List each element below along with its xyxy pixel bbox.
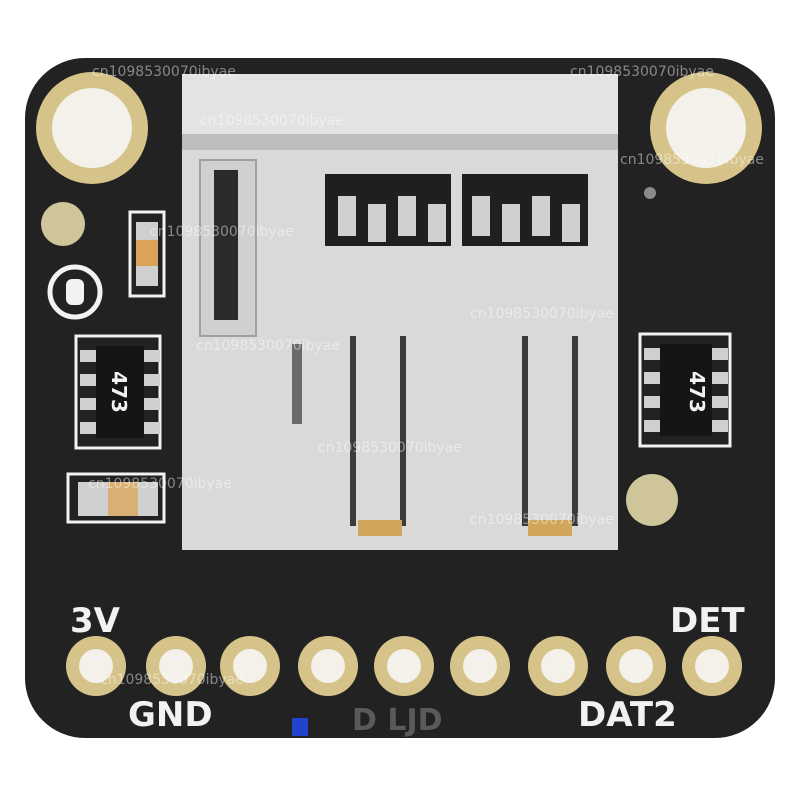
test-pad-right — [626, 474, 678, 526]
watermark-2: cn1098530070ibyae — [570, 64, 714, 80]
label-det: DET — [670, 601, 745, 641]
test-pad-left — [41, 202, 85, 246]
pin-2 — [146, 636, 206, 696]
faint-bottom-label: D LJD — [352, 703, 443, 738]
pin-6 — [450, 636, 510, 696]
ic-right: 473 — [638, 332, 732, 448]
pin-7 — [528, 636, 588, 696]
ic-left: 473 — [74, 334, 162, 450]
watermark-9: cn1098530070ibyae — [88, 476, 232, 492]
watermark-11: cn1098530070ibyae — [100, 672, 244, 688]
via-dot — [644, 187, 656, 199]
pin-9 — [682, 636, 742, 696]
watermark-10: cn1098530070ibyae — [470, 512, 614, 528]
watermark-8: cn1098530070ibyae — [318, 440, 462, 456]
blue-mark — [292, 718, 308, 736]
header-pins — [66, 636, 742, 696]
watermark-3: cn1098530070ibyae — [200, 113, 344, 129]
label-gnd: GND — [128, 695, 213, 735]
resistor-small — [128, 210, 166, 298]
pin-8 — [606, 636, 666, 696]
microsd-slot — [182, 74, 618, 550]
mounting-hole-right — [650, 72, 762, 184]
ic-left-marking: 473 — [107, 371, 131, 413]
capacitor-smd — [66, 472, 166, 524]
label-3v: 3V — [70, 601, 121, 641]
watermark-4: cn1098530070ibyae — [620, 152, 764, 168]
watermark-1: cn1098530070ibyae — [92, 64, 236, 80]
mounting-hole-left — [36, 72, 148, 184]
ic-right-marking: 473 — [685, 371, 709, 413]
watermark-5: cn1098530070ibyae — [150, 224, 294, 240]
pin-5 — [374, 636, 434, 696]
watermark-7: cn1098530070ibyae — [196, 338, 340, 354]
pin-3 — [220, 636, 280, 696]
watermark-6: cn1098530070ibyae — [470, 306, 614, 322]
pin-1 — [66, 636, 126, 696]
pin-4 — [298, 636, 358, 696]
silkscreen-mark — [47, 264, 103, 320]
label-dat2: DAT2 — [578, 695, 677, 735]
